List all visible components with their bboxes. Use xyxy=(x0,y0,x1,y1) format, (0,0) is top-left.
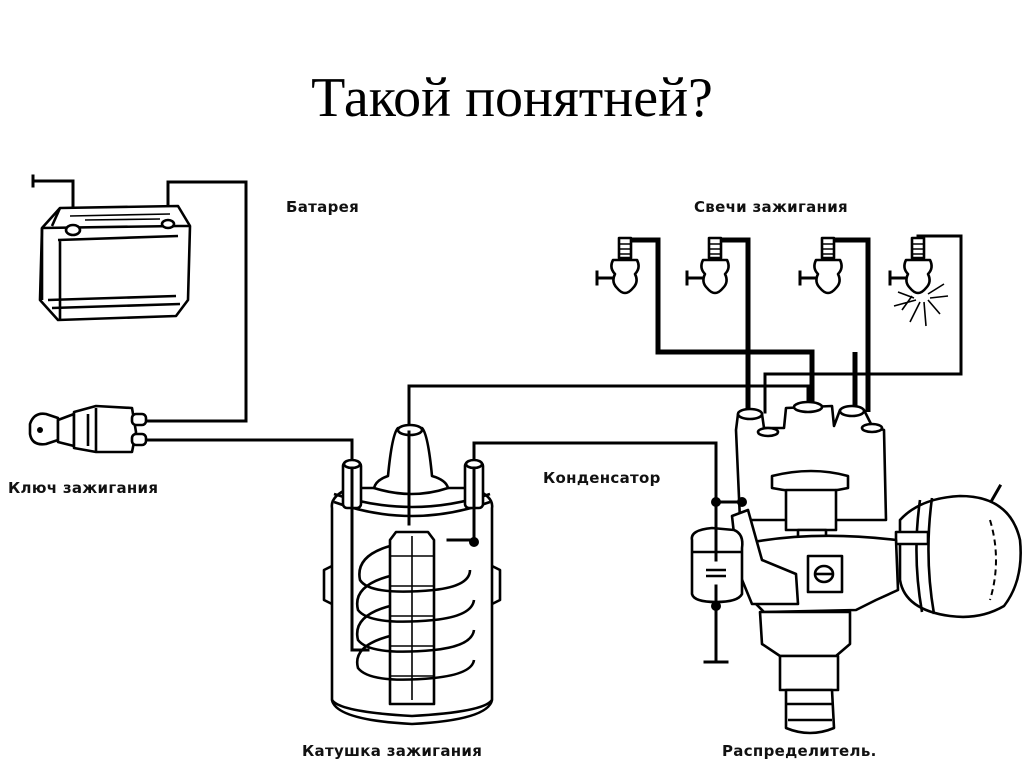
spark-plug-2-icon xyxy=(685,236,730,295)
spark-icon xyxy=(893,283,949,327)
key-to-coil-wire xyxy=(146,438,354,462)
slide-title: Такой понятней? xyxy=(311,67,713,129)
plug-4-lead xyxy=(763,234,963,414)
ignition-key-icon xyxy=(28,404,148,454)
label-ignition-key: Ключ зажигания xyxy=(8,479,159,497)
ignition-coil-icon xyxy=(322,423,502,726)
spark-plug-4-icon xyxy=(888,236,949,327)
plug-1-lead xyxy=(625,237,815,412)
spark-plugs xyxy=(595,236,949,327)
label-condenser: Конденсатор xyxy=(543,469,661,487)
condenser-icon xyxy=(690,497,747,611)
plug-3-lead xyxy=(828,237,871,412)
label-battery: Батарея xyxy=(286,198,360,216)
plug-2-lead xyxy=(715,237,751,412)
coil-to-distributor-ht-wire xyxy=(407,384,810,432)
label-ignition-coil: Катушка зажигания xyxy=(302,742,483,760)
coil-to-breaker-wire xyxy=(472,441,718,504)
distributor-icon xyxy=(730,400,1022,735)
spark-plug-1-icon xyxy=(595,236,640,295)
battery-to-key-wire xyxy=(146,180,248,423)
spark-plug-3-icon xyxy=(798,236,843,295)
label-spark-plugs: Свечи зажигания xyxy=(694,198,848,216)
label-distributor: Распределитель. xyxy=(722,742,877,760)
battery-icon xyxy=(38,204,192,322)
